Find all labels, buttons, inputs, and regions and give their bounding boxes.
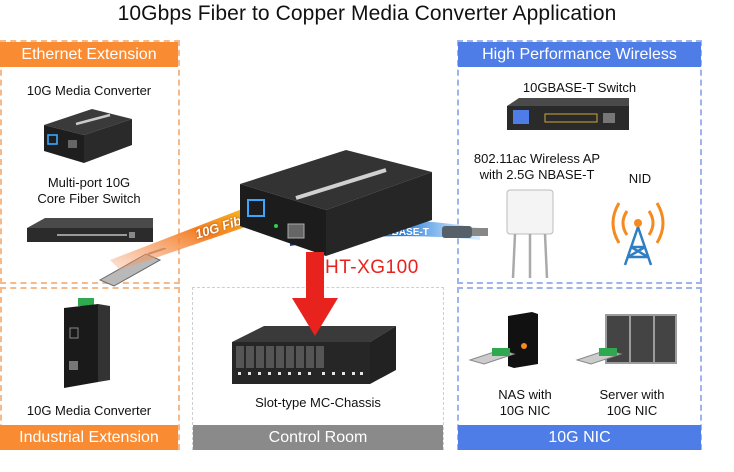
high-performance-wireless-header: High Performance Wireless xyxy=(458,42,701,67)
rj45-cable-icon xyxy=(442,226,488,238)
media-converter-icon xyxy=(44,109,132,163)
mc-chassis-label: Slot-type MC-Chassis xyxy=(255,395,381,410)
ethernet-extension-header: Ethernet Extension xyxy=(0,42,178,67)
nid-label: NID xyxy=(628,171,652,186)
industrial-extension-header: Industrial Extension xyxy=(0,425,178,450)
model-label: HT-XG100 xyxy=(325,257,419,278)
wireless-ap-icon xyxy=(506,189,554,279)
nid-tower-icon xyxy=(611,202,665,266)
nas-label-line1: NAS with xyxy=(498,387,552,402)
high-performance-wireless-section xyxy=(457,40,702,284)
media-converter-label: 10G Media Converter xyxy=(26,83,152,98)
down-arrow-icon xyxy=(292,252,338,336)
industrial-media-converter-icon xyxy=(64,298,110,388)
wireless-ap-label-line1: 802.11ac Wireless AP xyxy=(473,151,601,166)
ethernet-extension-section xyxy=(0,40,180,284)
server-label-line2: 10G NIC xyxy=(606,403,658,418)
10gbase-t-switch-label: 10GBASE-T Switch xyxy=(522,80,637,95)
wireless-ap-label-line2: with 2.5G NBASE-T xyxy=(479,167,595,182)
fiber-link-beam xyxy=(110,206,260,270)
nic-header: 10G NIC xyxy=(458,425,701,450)
industrial-media-converter-label: 10G Media Converter xyxy=(26,403,152,418)
mc-chassis-icon xyxy=(232,326,396,384)
core-switch-label-line2: Core Fiber Switch xyxy=(37,191,141,206)
server-icon xyxy=(575,314,677,365)
ht-xg100-converter-icon xyxy=(240,150,432,256)
nas-icon xyxy=(468,312,538,368)
10gbase-t-switch-icon xyxy=(507,98,629,130)
core-switch-label-line1: Multi-port 10G xyxy=(47,175,131,190)
control-room-header: Control Room xyxy=(193,425,443,450)
diagram-title: 10Gbps Fiber to Copper Media Converter A… xyxy=(117,2,617,25)
server-label-line1: Server with xyxy=(599,387,665,402)
core-fiber-switch-icon xyxy=(27,218,153,242)
nas-label-line2: 10G NIC xyxy=(499,403,551,418)
